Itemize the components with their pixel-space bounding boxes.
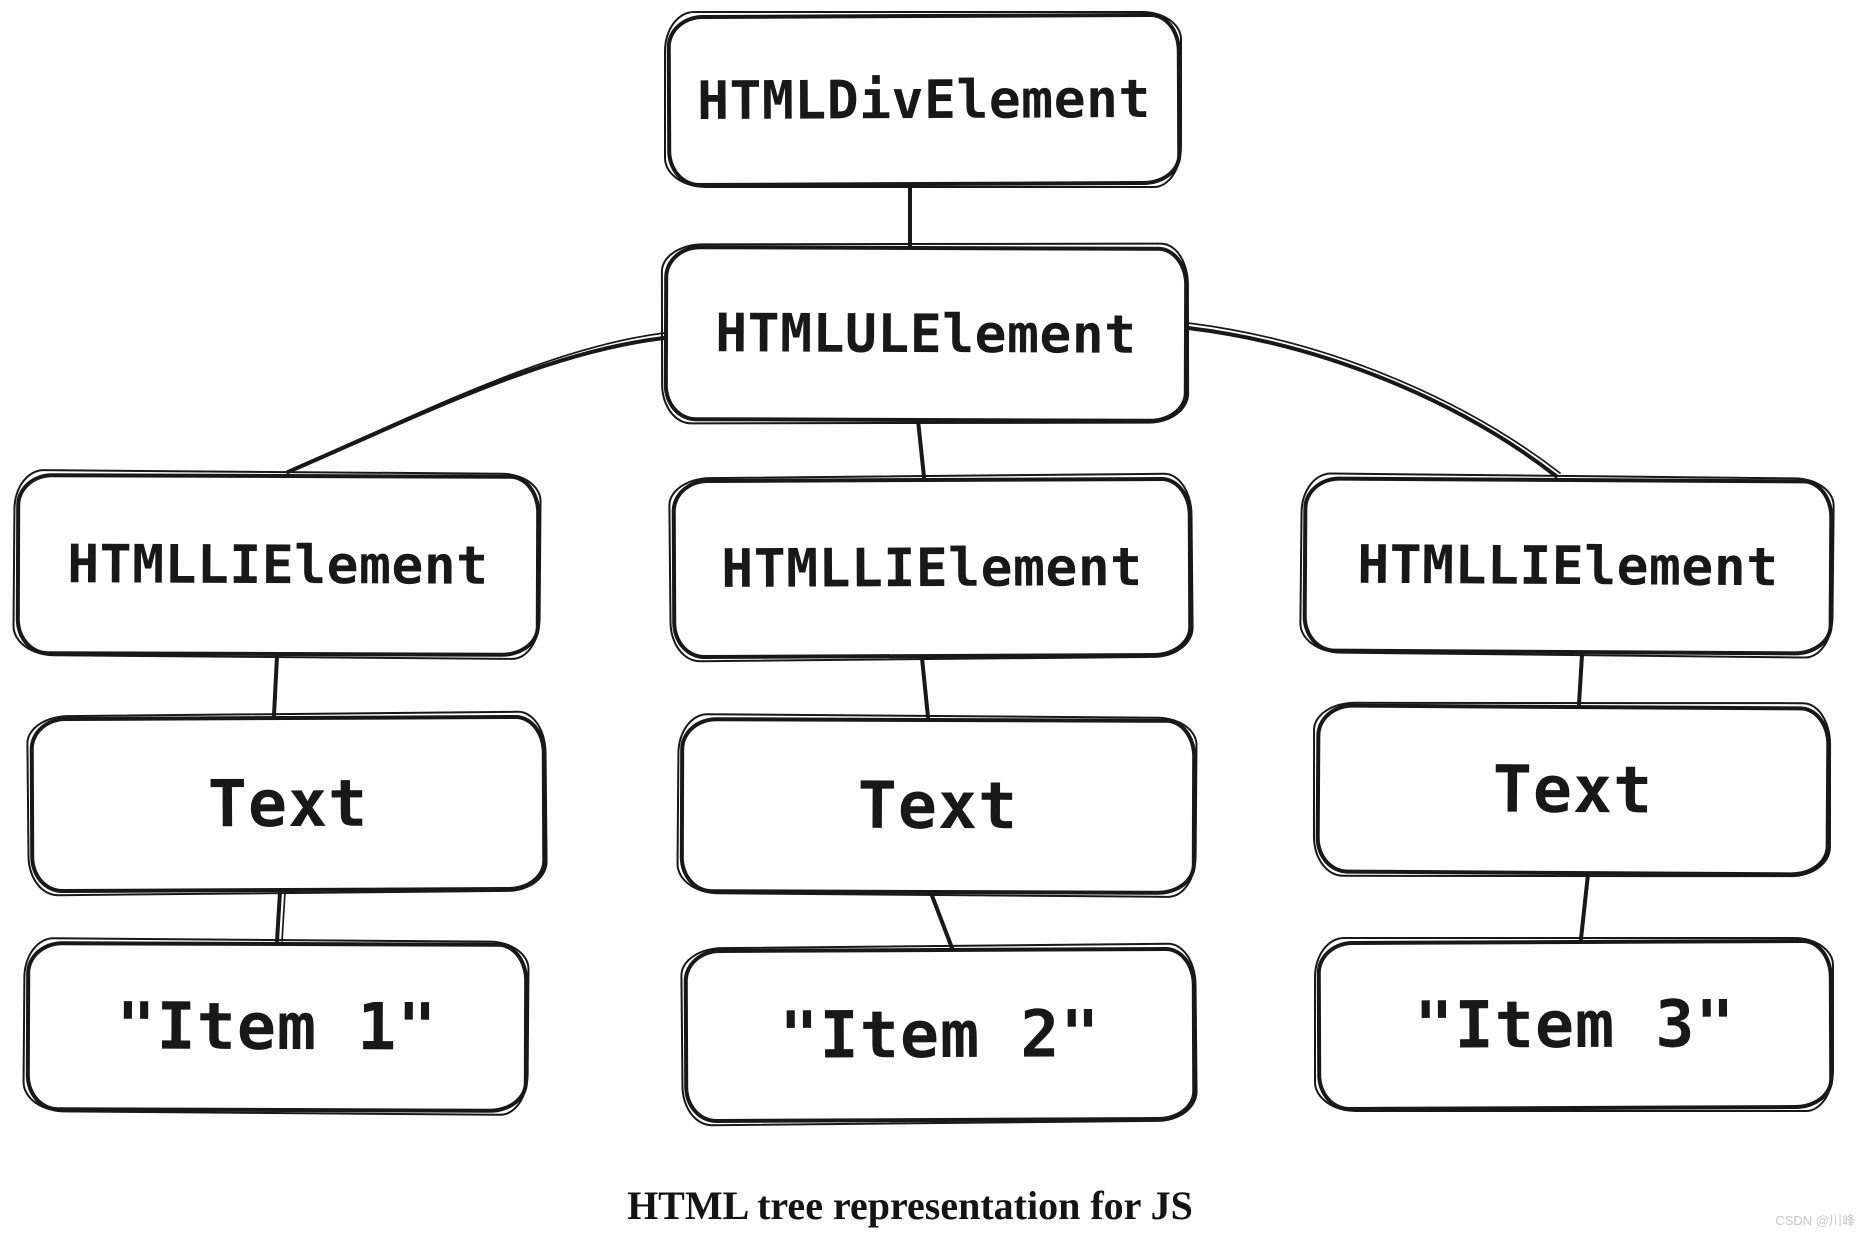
edge-text1-item1 [275, 890, 282, 943]
node-htmllielement-3: HTMLLIElement [1302, 476, 1834, 656]
edge-li2-text2 [920, 656, 930, 719]
edge-text1-item1-sketch [281, 891, 286, 942]
node-label: HTMLLIElement [721, 536, 1143, 600]
node-htmllielement-1: HTMLLIElement [15, 473, 541, 657]
node-label: HTMLLIElement [67, 533, 489, 597]
edge-li1-text1 [272, 654, 279, 717]
edge-ul-li3-sketch [1187, 322, 1561, 474]
node-label: HTMLDivElement [696, 68, 1151, 132]
node-label: "Item 1" [116, 988, 438, 1066]
node-item-2: "Item 2" [683, 946, 1197, 1124]
node-htmldivelement: HTMLDivElement [666, 12, 1182, 188]
node-label: Text [207, 766, 369, 842]
node-label: Text [857, 768, 1019, 844]
node-htmllielement-2: HTMLLIElement [671, 476, 1193, 660]
diagram-caption: HTML tree representation for JS [627, 1183, 1193, 1228]
edge-li3-text3 [1577, 653, 1584, 706]
node-item-1: "Item 1" [25, 941, 529, 1113]
node-label: HTMLULElement [715, 302, 1137, 366]
node-label: Text [1492, 752, 1654, 828]
csdn-watermark: CSDN @川峰 [1775, 1213, 1855, 1228]
node-label: "Item 2" [779, 996, 1101, 1074]
edge-text2-item2 [929, 891, 954, 950]
node-text-1: Text [29, 714, 547, 894]
node-htmlulelement: HTMLULElement [663, 245, 1189, 423]
edge-ul-li2 [916, 418, 926, 479]
node-text-2: Text [679, 717, 1197, 895]
edge-ul-li1 [286, 336, 666, 474]
edge-text3-item3 [1579, 872, 1590, 941]
node-item-3: "Item 3" [1316, 938, 1834, 1112]
node-label: "Item 3" [1414, 986, 1736, 1064]
edge-ul-li3 [1186, 326, 1558, 478]
node-text-3: Text [1315, 703, 1831, 877]
edge-ul-li1-sketch [291, 332, 665, 470]
node-label: HTMLLIElement [1357, 534, 1779, 598]
